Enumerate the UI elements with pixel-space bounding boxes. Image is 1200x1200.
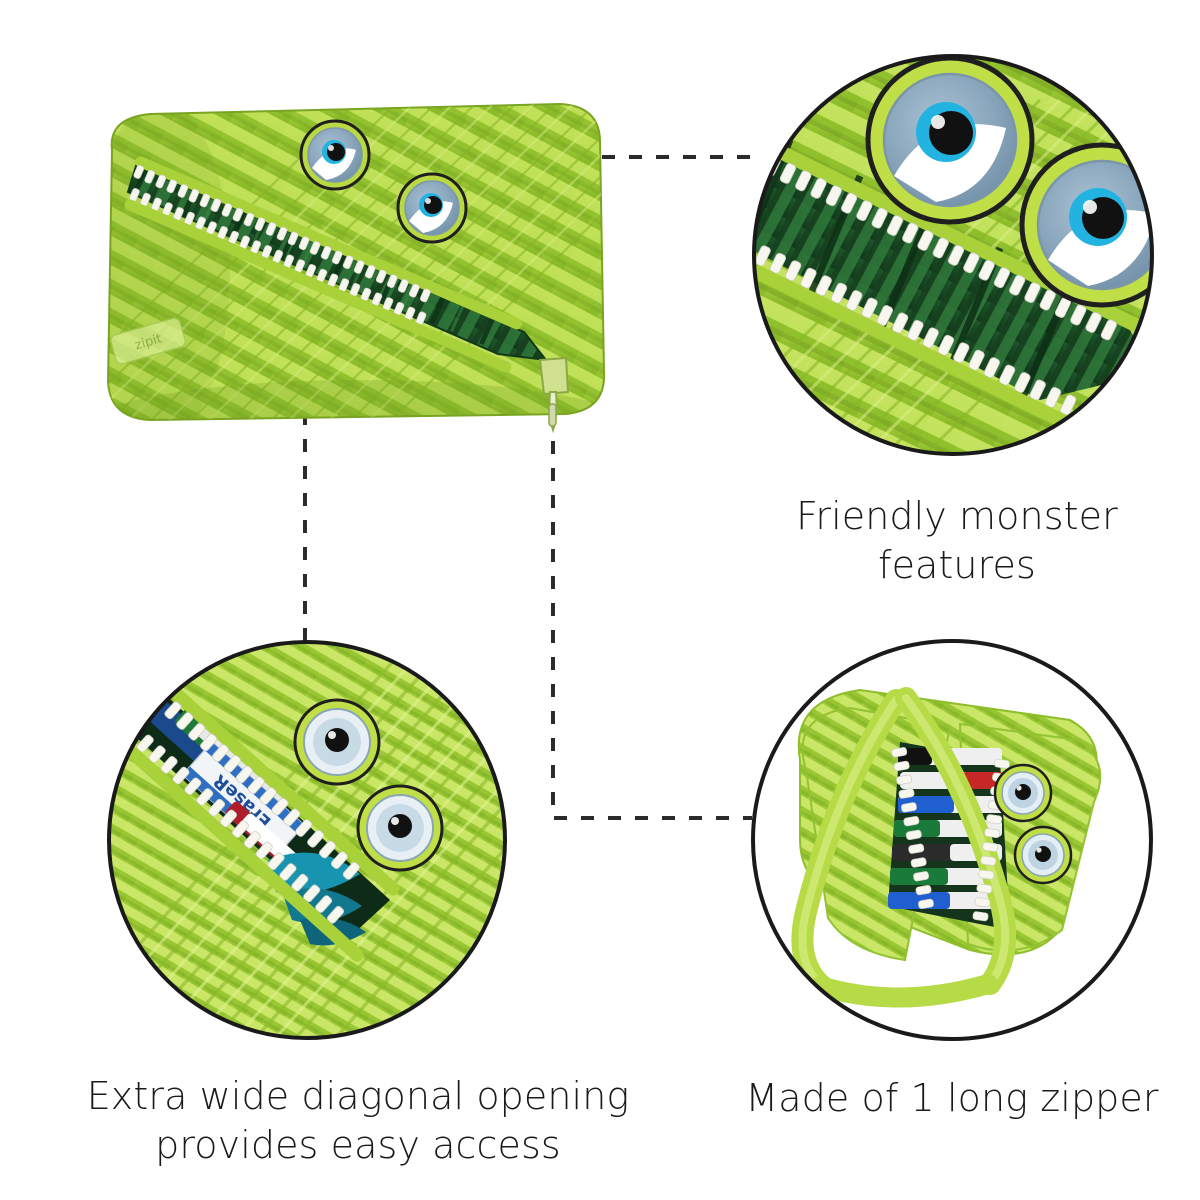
zipper-upper <box>133 156 523 330</box>
zipper-pull <box>538 356 570 434</box>
svg-text:zipit: zipit <box>133 331 163 353</box>
monster-eye-right <box>396 172 468 244</box>
detail-eye-lower <box>1019 142 1151 308</box>
callout-circle-zipper <box>751 639 1153 1041</box>
unzipped-eye-lower <box>1013 825 1073 885</box>
callout-circle-opening: EraseR <box>107 640 507 1040</box>
caption-friendly-monster-features: Friendly monster features <box>796 494 1118 587</box>
caption-extra-wide-diagonal-opening: Extra wide diagonal opening provides eas… <box>86 1074 630 1167</box>
zipper-lower <box>124 188 512 373</box>
unzipped-eye-upper <box>993 763 1053 823</box>
detail-eye-upper <box>865 57 1035 225</box>
monster-eye-left <box>299 119 371 191</box>
caption-made-of-1-long-zipper: Made of 1 long zipper <box>745 1076 1159 1120</box>
callout-circle-features <box>752 54 1154 456</box>
open-case-eye-upper <box>293 698 381 786</box>
brand-tag: zipit <box>109 317 187 365</box>
open-case-eye-lower <box>356 784 444 872</box>
main-product-illustration: zipit <box>106 102 606 434</box>
